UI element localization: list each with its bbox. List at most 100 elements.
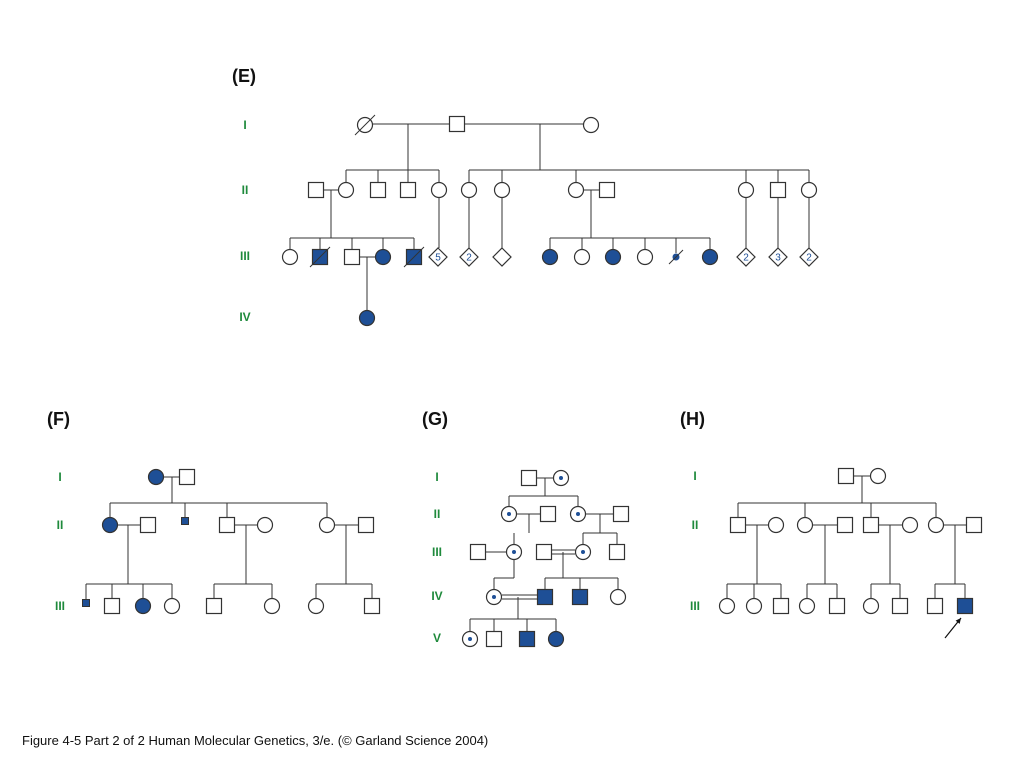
small-affected-square [181, 517, 189, 525]
deceased-slash [309, 246, 331, 268]
individual-e-iv-1 [358, 309, 376, 327]
panel-label: (H) [680, 409, 705, 429]
generation-label: I [693, 469, 696, 483]
male-square [956, 597, 974, 615]
male-square [399, 181, 417, 199]
female-circle [374, 248, 392, 266]
male-square [891, 597, 909, 615]
individual-e-iii-8 [492, 247, 512, 267]
female-circle [718, 597, 736, 615]
deceased-slash [403, 246, 425, 268]
individual-e-ii-11 [769, 181, 787, 199]
female-circle [256, 516, 274, 534]
male-square [103, 597, 121, 615]
panel-label: (G) [422, 409, 448, 429]
male-square [536, 588, 554, 606]
female-circle [862, 597, 880, 615]
female-circle [547, 630, 565, 648]
individual-e-iii-10 [573, 248, 591, 266]
individual-g-iii-5 [608, 543, 626, 561]
individual-h-iii-1 [718, 597, 736, 615]
individual-g-iv-4 [609, 588, 627, 606]
female-circle [604, 248, 622, 266]
female-circle [337, 181, 355, 199]
female-circle [737, 181, 755, 199]
unknown-sex-diamond [768, 247, 788, 267]
individual-f-iii-6 [263, 597, 281, 615]
carrier-dot [468, 637, 472, 641]
male-square [363, 597, 381, 615]
individual-f-i-2 [178, 468, 196, 486]
male-square [837, 467, 855, 485]
individual-h-i-1 [837, 467, 855, 485]
generation-label: II [434, 507, 441, 521]
male-square [608, 543, 626, 561]
unknown-sex-diamond [492, 247, 512, 267]
individual-h-ii-6 [901, 516, 919, 534]
generation-label: I [243, 118, 246, 132]
generation-label: V [433, 631, 441, 645]
individual-f-ii-7 [357, 516, 375, 534]
individual-f-iii-4 [163, 597, 181, 615]
male-square [828, 597, 846, 615]
female-circle [745, 597, 763, 615]
carrier-dot [507, 512, 511, 516]
male-square [772, 597, 790, 615]
individual-h-ii-7 [927, 516, 945, 534]
individual-e-iii-14 [701, 248, 719, 266]
individual-f-iii-2 [103, 597, 121, 615]
female-circle [767, 516, 785, 534]
individual-e-iii-17: 2 [799, 247, 819, 267]
proband-arrow-head [955, 618, 961, 624]
individual-e-ii-3 [369, 181, 387, 199]
individual-count: 2 [743, 253, 749, 264]
female-circle [358, 309, 376, 327]
carrier-dot [581, 550, 585, 554]
female-circle [800, 181, 818, 199]
individual-g-ii-4 [612, 505, 630, 523]
male-square [862, 516, 880, 534]
male-square [729, 516, 747, 534]
individual-g-i-2 [552, 469, 570, 487]
individual-e-ii-2 [337, 181, 355, 199]
carrier-dot [512, 550, 516, 554]
female-circle [163, 597, 181, 615]
individual-e-i-3 [582, 116, 600, 134]
generation-label: II [242, 183, 249, 197]
male-square [205, 597, 223, 615]
individual-e-iii-2 [309, 246, 331, 268]
female-circle [796, 516, 814, 534]
individual-e-ii-10 [737, 181, 755, 199]
individual-count: 2 [466, 253, 472, 264]
individual-g-iv-1 [485, 588, 503, 606]
individual-h-iii-3 [772, 597, 790, 615]
individual-f-ii-3 [181, 517, 189, 525]
individual-e-iii-3 [343, 248, 361, 266]
carrier-dot [576, 512, 580, 516]
individual-h-ii-8 [965, 516, 983, 534]
carrier-dot [559, 476, 563, 480]
individual-e-iii-5 [403, 246, 425, 268]
individual-g-ii-1 [500, 505, 518, 523]
individual-g-iii-1 [469, 543, 487, 561]
individual-e-ii-7 [493, 181, 511, 199]
individual-e-iii-6: 5 [428, 247, 448, 267]
female-circle [901, 516, 919, 534]
male-square [448, 115, 466, 133]
female-circle [101, 516, 119, 534]
individual-g-i-1 [520, 469, 538, 487]
individual-e-iii-7: 2 [459, 247, 479, 267]
female-circle [430, 181, 448, 199]
male-square [343, 248, 361, 266]
individual-e-ii-12 [800, 181, 818, 199]
individual-e-iii-16: 3 [768, 247, 788, 267]
generation-label: IV [431, 589, 442, 603]
male-square [539, 505, 557, 523]
individual-g-iii-3 [535, 543, 553, 561]
individual-f-iii-5 [205, 597, 223, 615]
individual-h-i-2 [869, 467, 887, 485]
